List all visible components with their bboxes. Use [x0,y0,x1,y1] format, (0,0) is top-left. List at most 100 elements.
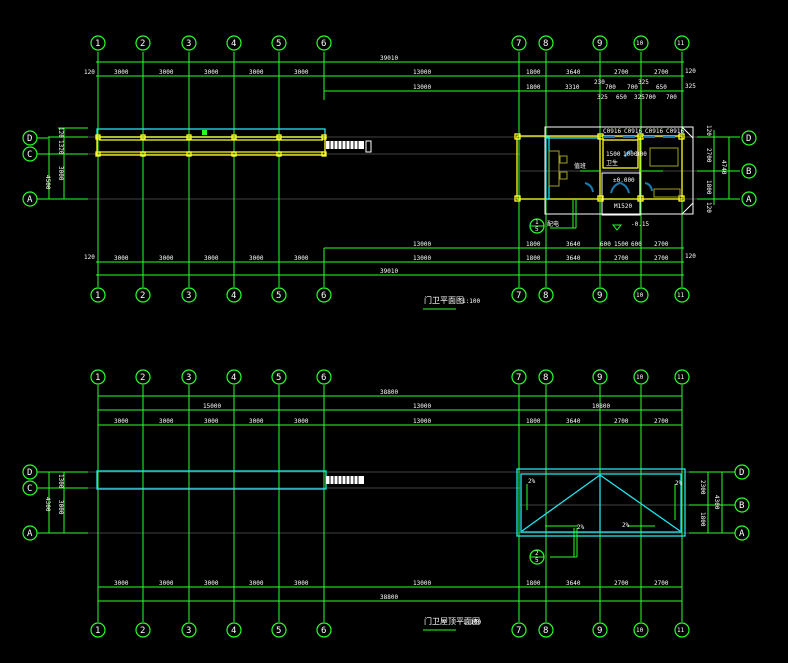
dim-label: 3640 [566,255,581,262]
axis-bubble: 4 [226,622,242,638]
axis-bubble: A [22,191,38,207]
axis-bubble: 8 [538,35,554,51]
axis-label: D [739,468,744,478]
door-icon [644,182,653,192]
dim-label: 3000 [159,580,174,587]
axis-bubble: A [741,191,757,207]
axis-label: 11 [677,40,685,47]
slope-label: 2% [622,522,630,529]
bed-icon [649,147,679,167]
axis-bubble: 3 [181,287,197,303]
axis-label: 5 [276,39,281,49]
dim-label: 3000 [249,69,264,76]
dim-label: 325 [597,94,608,101]
dim-label: 2700 [705,148,712,163]
axis-label: 10 [636,374,644,381]
dim-label: 1300 [57,474,64,489]
door-code: M1520 [614,203,632,210]
axis-label: 7 [516,39,521,49]
axis-bubble: 8 [538,287,554,303]
door-icon [610,181,630,194]
axis-bubble: 10 [633,622,649,638]
dim-label: 1320 [57,140,64,155]
dim-label: 13000 [413,69,431,76]
sliding-gate [326,140,372,153]
axis-label: D [746,134,751,144]
axis-bubble: 9 [592,622,608,638]
dim-label: 3000 [57,166,64,181]
plan-bottom-dim-lines [96,247,684,276]
axis-label: 4 [231,39,236,49]
door-icon [584,182,594,193]
dim-label: 15000 [203,403,221,410]
roof-axis-lines [60,471,700,534]
axis-bubble: 7 [511,622,527,638]
dim-label: 325 [638,79,649,86]
dim-label: 1800 [526,241,541,248]
axis-label: 8 [543,373,548,383]
axis-bubble: 1 [90,369,106,385]
axis-bubble: A [22,525,38,541]
axis-bubble: D [734,464,750,480]
axis-label: 8 [543,39,548,49]
dim-label: 230 [594,79,605,86]
axis-label: 3 [186,373,191,383]
roof-title: 门卫屋顶平面图 [424,616,480,626]
dim-label: 2700 [614,69,629,76]
dim-label: 2700 [654,255,669,262]
dim-label: 2700 [654,241,669,248]
plan-overall-top: 39010 [380,55,398,62]
axis-bubble: 2 [135,622,151,638]
dim-label: 700 [627,84,638,91]
axis-bubble: 5 [271,35,287,51]
axis-bubble: C [22,480,38,496]
dim-label: 3000 [294,69,309,76]
dim-label: 120 [57,127,64,138]
chair-icon [559,155,568,164]
dim-label: 2700 [654,69,669,76]
roof-scale: 1:100 [463,619,481,626]
plan-left-dims [48,127,88,200]
axis-label: 1 [95,39,100,49]
axis-label: A [27,195,33,205]
axis-label: A [27,529,33,539]
dim-label: 3310 [565,84,580,91]
plan-right-dims [697,130,740,205]
roof-axis-bubbles-bottom: 1 2 3 4 5 6 7 8 9 10 11 [90,622,690,638]
axis-label: 6 [321,291,326,301]
axis-label: 2 [140,291,145,301]
axis-bubble: 5 [271,287,287,303]
slope-label: 2% [528,478,536,485]
room-dim: 1000 [623,151,638,158]
axis-label: B [739,501,744,511]
dim-label: 13000 [413,255,431,262]
dim-label: 120 [84,254,95,261]
axis-label: 9 [597,291,602,301]
axis-label: 9 [597,39,602,49]
dim-label: 700 [666,94,677,101]
dim-label: 38800 [380,389,398,396]
axis-bubble: 2 [135,35,151,51]
axis-bubble: B [734,497,750,513]
roof-top-dim-lines [98,395,682,426]
axis-bubble: 9 [592,369,608,385]
axis-label: 8 [543,626,548,636]
axis-label: A [746,195,752,205]
axis-bubble: 8 [538,369,554,385]
dim-label: 3640 [566,69,581,76]
guard-house: C0916 C0916 C0916 C0916 1500 1000 300 值班… [514,126,694,231]
window-code: C0916 [624,128,642,135]
axis-label: 10 [636,292,644,299]
slope-label: 2% [577,524,585,531]
plan-axis-bubbles-left: D C A [22,130,48,207]
axis-label: D [27,134,32,144]
axis-label: 4 [231,626,236,636]
dim-label: 4740 [720,160,727,175]
dim-label: 3000 [249,580,264,587]
axis-label: 8 [543,291,548,301]
axis-label: 7 [516,373,521,383]
axis-bubble: 10 [633,287,649,303]
dim-label: 3000 [204,418,219,425]
dim-label: 120 [685,68,696,75]
